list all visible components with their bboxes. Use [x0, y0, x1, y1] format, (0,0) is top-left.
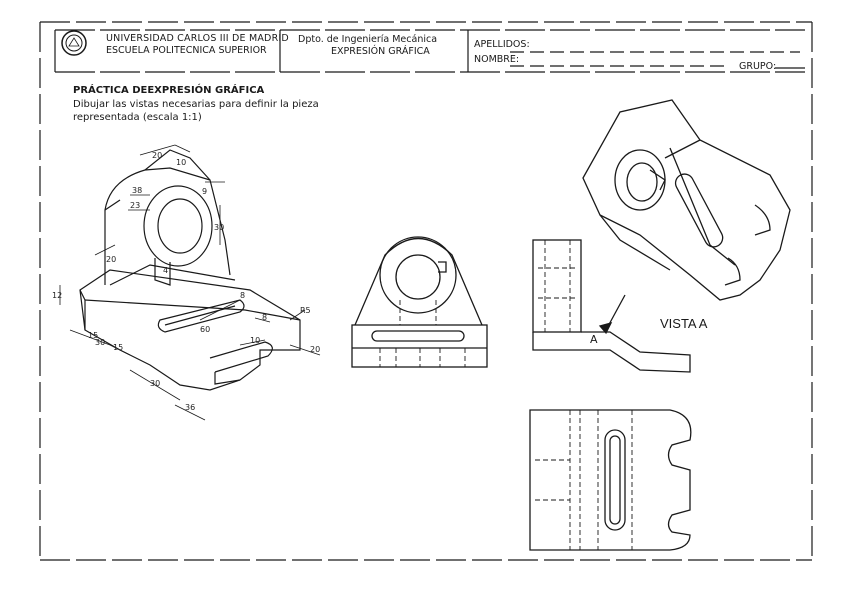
dim-label: 10 — [250, 336, 260, 345]
university-name: UNIVERSIDAD CARLOS III DE MADRID — [106, 33, 289, 44]
rear-isometric-view — [582, 99, 791, 301]
school-name: ESCUELA POLITECNICA SUPERIOR — [106, 45, 267, 56]
dim-label: 20 — [310, 345, 320, 354]
department-name: Dpto. de Ingeniería Mecánica — [298, 34, 438, 45]
isometric-view — [59, 144, 321, 421]
dim-label: 15 — [88, 331, 98, 340]
dim-label: 30 — [150, 379, 160, 388]
dim-label: 30 — [214, 223, 224, 232]
auxiliary-view-label: VISTA A — [660, 316, 708, 331]
view-marker-label: A — [590, 333, 598, 346]
dim-label: 8 — [262, 313, 267, 322]
dim-label: 38 — [132, 186, 142, 195]
dim-label: 30 — [95, 338, 105, 347]
dim-label: R5 — [300, 306, 311, 315]
subject-name: EXPRESIÓN GRÁFICA — [331, 46, 430, 57]
dim-label: 23 — [130, 201, 140, 210]
dim-label: 9 — [202, 187, 207, 196]
dim-label: 4 — [163, 266, 168, 275]
group-label: GRUPO: — [739, 61, 777, 72]
dim-label: 20 — [152, 151, 162, 160]
dim-label: 10 — [176, 158, 186, 167]
side-view — [532, 239, 691, 373]
dim-label: 20 — [106, 255, 116, 264]
name-label: NOMBRE: — [474, 54, 520, 65]
dimension-labels: 20 10 38 23 9 30 20 4 12 15 15 60 R5 8 8… — [52, 151, 320, 412]
exercise-instruction: Dibujar las vistas necesarias para defin… — [73, 99, 319, 110]
dim-label: 15 — [113, 343, 123, 352]
dim-label: 12 — [52, 291, 62, 300]
front-view — [351, 236, 488, 368]
university-seal-icon — [61, 30, 87, 56]
exercise-title: PRÁCTICA DEEXPRESIÓN GRÁFICA — [73, 85, 265, 96]
top-view — [529, 409, 692, 551]
dim-label: 8 — [240, 291, 245, 300]
dim-label: 60 — [200, 325, 210, 334]
surname-label: APELLIDOS: — [474, 39, 530, 50]
dim-label: 36 — [185, 403, 195, 412]
exercise-instruction-scale: representada (escala 1:1) — [73, 112, 202, 123]
